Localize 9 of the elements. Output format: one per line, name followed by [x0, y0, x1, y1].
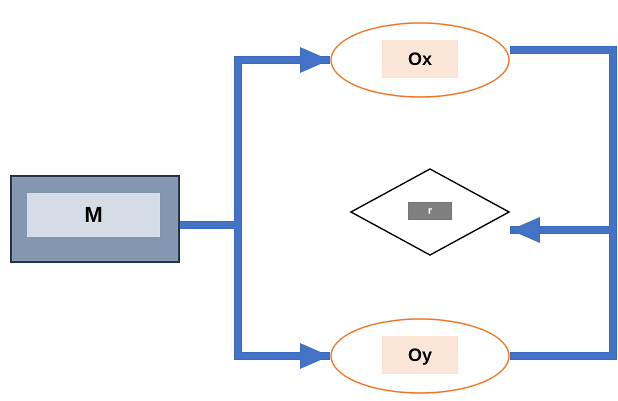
- process-ellipse: [330, 318, 510, 394]
- node-label: M: [27, 193, 160, 237]
- node-label: r: [408, 202, 452, 220]
- decision-diamond: [350, 168, 510, 256]
- arrow: [510, 217, 617, 360]
- process-box: [10, 175, 180, 263]
- process-ellipse: [330, 22, 510, 98]
- node-label: Ox: [382, 40, 458, 78]
- node-label: Oy: [382, 336, 458, 374]
